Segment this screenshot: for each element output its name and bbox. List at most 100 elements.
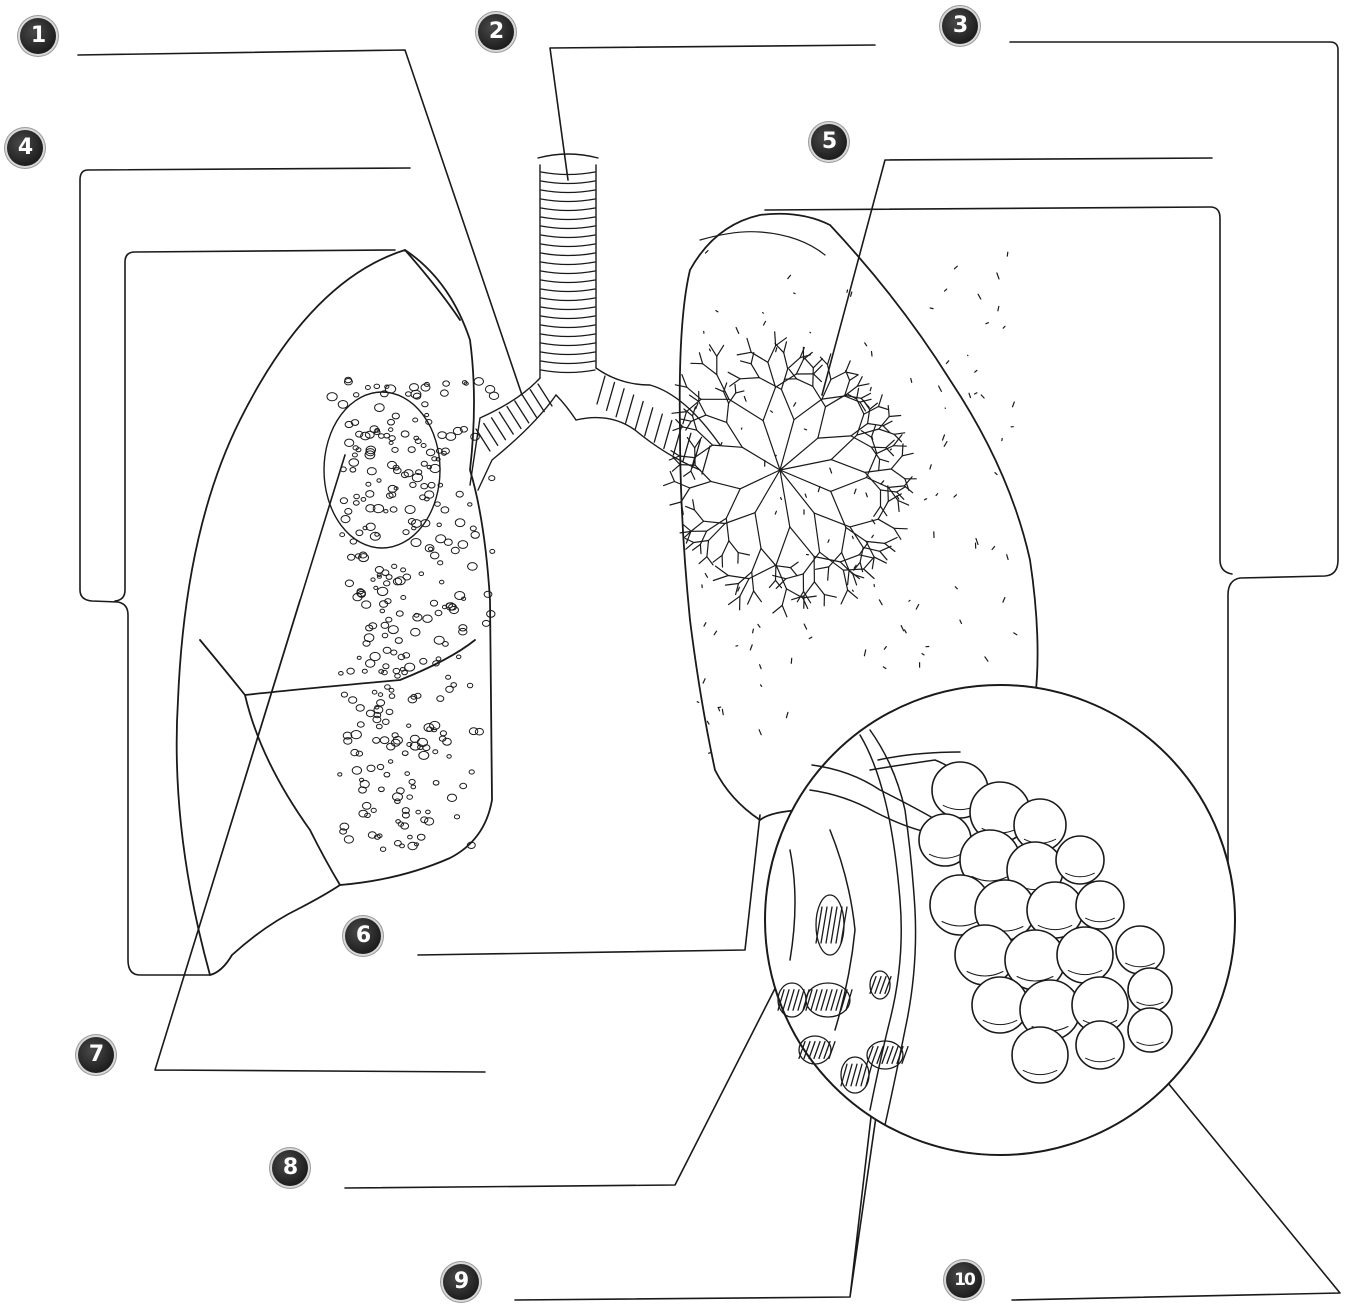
alveolus-dot [366, 482, 371, 486]
bronchiole [864, 569, 875, 579]
lung-tissue-mark [775, 511, 776, 514]
bronchus-ring [507, 407, 521, 429]
bronchiole [727, 422, 743, 447]
alveolus-dot [362, 669, 367, 673]
lung-tissue-mark [945, 289, 947, 291]
bronchus-ring [499, 412, 513, 434]
alveolus-dot [460, 783, 467, 788]
bronchiole [888, 494, 901, 501]
alveolus-dot [367, 468, 376, 475]
bronchiole [786, 574, 803, 579]
lung-tissue-mark [925, 499, 927, 500]
alveolus-dot [426, 810, 431, 814]
alveolus-dot [384, 581, 390, 586]
lung-tissue-mark [804, 624, 806, 629]
trachea-ring [541, 325, 595, 328]
lung-tissue-mark [804, 429, 806, 430]
lung-tissue-mark [854, 489, 856, 494]
alveolus-dot [438, 432, 447, 439]
bronchiole [780, 470, 814, 513]
alveolus-dot [327, 393, 337, 401]
bronchiole [880, 546, 891, 551]
lung-tissue-mark [1007, 555, 1008, 560]
lung-tissue-mark [761, 685, 762, 687]
bronchiole [683, 427, 697, 430]
lung-tissue-mark [911, 379, 912, 383]
lung-tissue-mark [976, 539, 978, 545]
bronchiole [725, 513, 755, 524]
lung-tissue-mark [992, 547, 995, 550]
bronchiole [878, 519, 894, 528]
bronchiole [738, 553, 749, 555]
alveolus-dot [348, 554, 355, 560]
bronchiole [780, 460, 831, 470]
bronchiole [699, 402, 706, 416]
bronchiole [782, 589, 786, 606]
alveolus-dot [405, 506, 415, 514]
alveolus-dot [469, 770, 474, 774]
alveolus-dot [356, 705, 364, 712]
trachea-ring [541, 334, 595, 337]
alveolus-dot [471, 433, 480, 440]
alveolus-dot [437, 696, 444, 702]
alveolus-dot [433, 781, 439, 786]
bronchiole [804, 358, 813, 368]
alveolus-dot [394, 487, 398, 490]
alveolus-dot [388, 626, 398, 634]
alveolus-dot [470, 526, 476, 531]
bronchiole [841, 590, 848, 604]
bronchiole [736, 391, 744, 393]
lung-tissue-mark [905, 630, 907, 633]
bronchiole [675, 385, 687, 387]
bronchiole [861, 393, 870, 398]
alveolus-dot [393, 668, 400, 673]
bronchus-ring [654, 414, 662, 442]
alveolus-dot [349, 459, 359, 467]
alveolus-dot [405, 772, 410, 776]
leader-line-1 [78, 50, 522, 395]
lung-tissue-mark [830, 468, 832, 473]
bronchiole [735, 384, 736, 393]
alveolus-dot [377, 479, 381, 482]
bronchiole [672, 412, 687, 414]
lung-tissue-mark [788, 275, 791, 278]
bronchiole [695, 465, 711, 481]
lung-tissue-mark [794, 293, 795, 294]
lung-tissue-mark [853, 590, 854, 591]
lung-tissue-mark [851, 292, 852, 296]
alveolus-dot [357, 722, 364, 727]
lung-tissue-mark [872, 437, 873, 440]
bronchiole [754, 591, 762, 602]
bronchiole [751, 353, 754, 364]
alveolus-dot [401, 596, 406, 600]
alveolus-dot [382, 633, 388, 637]
bronchiole [752, 548, 761, 572]
leader-line-6 [418, 815, 760, 955]
alveolus-dot [350, 539, 357, 544]
alveolus-dot [345, 509, 352, 515]
bronchiole [670, 472, 674, 482]
alveolus-dot [374, 384, 380, 388]
lung-tissue-mark [763, 313, 764, 314]
alveolus-dot [457, 655, 461, 659]
alveolus-dot [407, 724, 411, 727]
bronchiole [889, 416, 901, 417]
lung-tissue-mark [1014, 633, 1017, 635]
bronchiole [709, 524, 726, 541]
lung-tissue-mark [714, 631, 716, 635]
alveolus-dot [425, 818, 434, 825]
alveolus-dot [434, 636, 444, 644]
lung-tissue-mark [722, 709, 723, 714]
bronchiole [891, 456, 902, 469]
alveolus-dot [392, 413, 399, 419]
alveolus-dot [354, 393, 359, 397]
alveolus-dot [380, 847, 385, 851]
trachea-ring [541, 280, 595, 283]
alveolus-dot [443, 738, 452, 745]
bronchiole [716, 388, 724, 392]
alveolus-dot [407, 795, 413, 799]
alveolus-dot [380, 737, 389, 744]
alveolus-dot [366, 660, 375, 668]
bronchiole [871, 447, 886, 448]
lung-tissue-mark [930, 465, 931, 469]
